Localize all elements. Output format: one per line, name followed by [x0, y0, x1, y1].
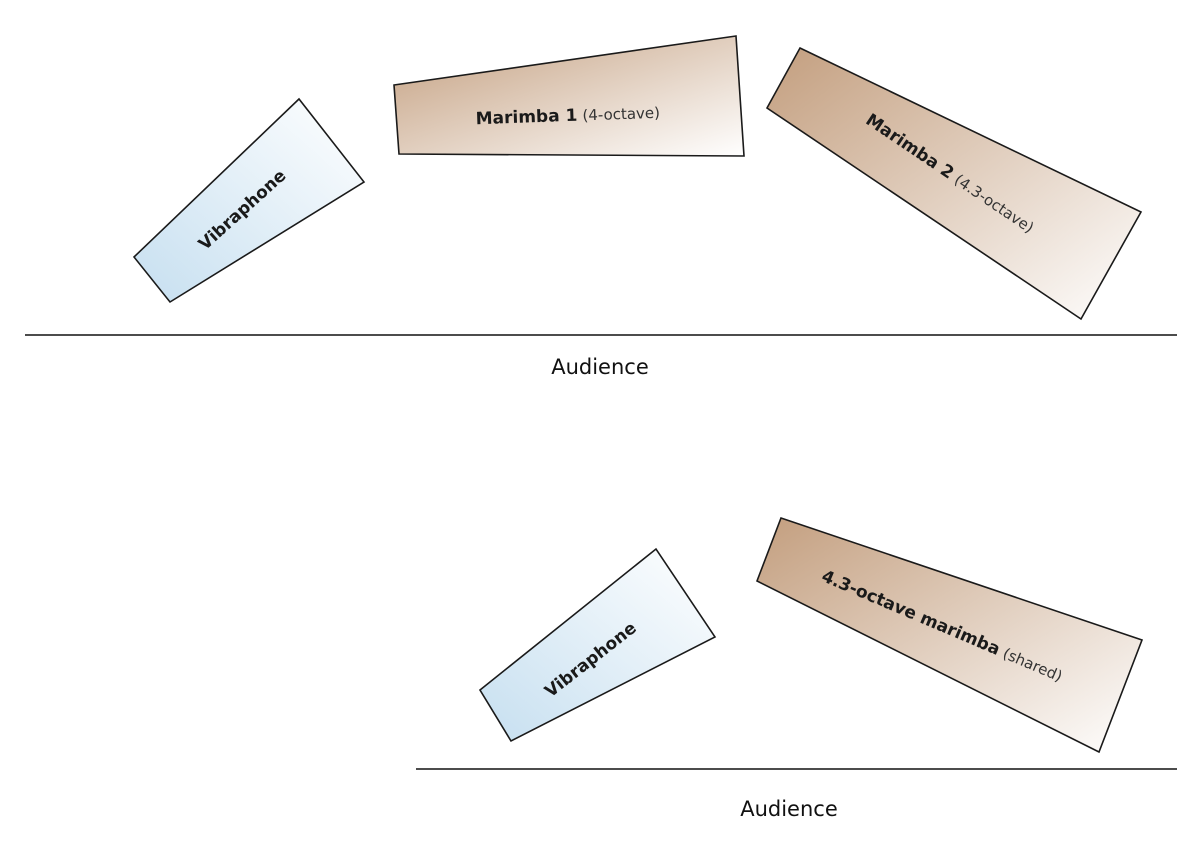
setup-2: Vibraphone 4.3-octave marimba (shared) A…: [416, 516, 1177, 821]
shared-marimba-shape: [755, 516, 1144, 754]
vibraphone-shape: [478, 547, 717, 743]
marimba-1-note: (4-octave): [582, 104, 660, 125]
marimba-1-label: Marimba 1 (4-octave): [475, 103, 660, 129]
vibraphone-shape: [132, 97, 366, 304]
setup-1: Vibraphone Marimba 1 (4-octave) Marimba …: [25, 35, 1177, 379]
marimba-1-name: Marimba 1: [475, 106, 577, 130]
audience-label: Audience: [740, 797, 838, 821]
audience-label: Audience: [551, 355, 649, 379]
marimba-1-shape: [393, 35, 745, 157]
marimba-2-shape: [765, 46, 1143, 321]
